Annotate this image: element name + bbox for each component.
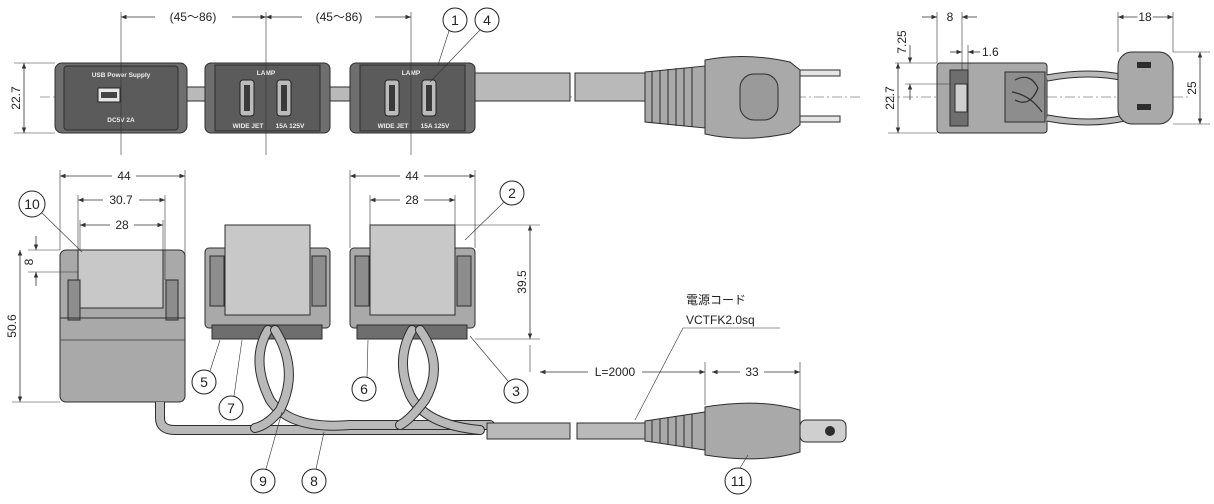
svg-text:18: 18: [1138, 10, 1152, 24]
svg-text:6: 6: [360, 381, 368, 397]
dim-44-left: 44: [117, 169, 131, 183]
dim-gap-left: (45～86): [170, 10, 217, 24]
cord-top: [474, 55, 841, 139]
dim-side-7-25: 7.25: [895, 30, 909, 54]
dim-44-right: 44: [405, 169, 419, 183]
dim-cord-length: L=2000: [595, 365, 636, 379]
callout-11: 11: [724, 454, 752, 495]
svg-text:8: 8: [310, 473, 318, 489]
svg-text:2: 2: [508, 185, 516, 201]
dim-plug-length: 33: [745, 365, 759, 379]
dim-8-left: 8: [22, 258, 36, 265]
outlet-rating-1: 15A 125V: [276, 123, 305, 130]
dim-50-6: 50.6: [5, 314, 19, 338]
svg-text:1: 1: [451, 12, 459, 28]
svg-text:10: 10: [24, 196, 40, 212]
dim-28-right: 28: [405, 193, 419, 207]
dim-gap-right: (45～86): [316, 10, 363, 24]
svg-text:7: 7: [227, 400, 235, 416]
dim-30-7: 30.7: [109, 193, 133, 207]
svg-text:5: 5: [200, 374, 208, 390]
callout-9: 9: [250, 411, 283, 494]
outlet-module-front-2: [349, 224, 476, 340]
dim-side-18: 18: [1138, 10, 1152, 24]
outlet-rating-2: 15A 125V: [421, 123, 450, 130]
cord-name-label: 電源コード: [686, 293, 746, 307]
dim-height-22-7: 22.7: [9, 86, 23, 110]
cord-loops: [250, 325, 495, 435]
callout-1: 1: [437, 7, 468, 66]
dim-28-left: 28: [115, 218, 129, 232]
svg-text:3: 3: [512, 383, 520, 399]
svg-text:11: 11: [731, 473, 746, 489]
callout-7: 7: [218, 339, 244, 421]
outlet-module-top-2: LAMP WIDE JET 15A 125V: [349, 62, 476, 134]
dim-top-height: 22.7: [9, 62, 55, 134]
callout-4: 4: [429, 7, 500, 83]
cord-type-label: VCTFK2.0sq: [686, 313, 755, 327]
callout-2: 2: [464, 180, 525, 241]
callout-5: 5: [191, 339, 221, 395]
outlet-module-front-1: [204, 224, 331, 340]
dim-39-5: 39.5: [515, 270, 529, 294]
dim-side-8: 8: [947, 10, 954, 24]
callout-10: 10: [18, 190, 83, 253]
callout-3: 3: [469, 335, 529, 404]
dim-side-1-6: 1.6: [982, 45, 999, 59]
wide-jet-label-1: WIDE JET: [233, 123, 264, 130]
dim-side-25: 25: [1185, 81, 1199, 95]
callout-6: 6: [351, 339, 377, 402]
front-view: 44 30.7 28 8 50.6 44 28: [5, 168, 847, 495]
svg-text:9: 9: [259, 473, 267, 489]
dim-top-gaps: (45～86) (45～86): [120, 10, 412, 155]
top-view: USB Power Supply DC5V 2A LAMP WIDE JET 1…: [9, 7, 860, 155]
usb-module-front: [59, 249, 186, 403]
svg-text:4: 4: [483, 12, 491, 28]
lamp-label-1: LAMP: [257, 70, 276, 77]
outlet-module-top-1: LAMP WIDE JET 15A 125V: [204, 62, 331, 134]
lamp-label-2: LAMP: [402, 70, 421, 77]
wide-jet-label-2: WIDE JET: [378, 123, 409, 130]
side-view: 8 1.6 7.25 22.7 18 18 25: [883, 8, 1210, 134]
dim-side-22-7: 22.7: [883, 86, 897, 110]
callout-8: 8: [301, 431, 327, 494]
